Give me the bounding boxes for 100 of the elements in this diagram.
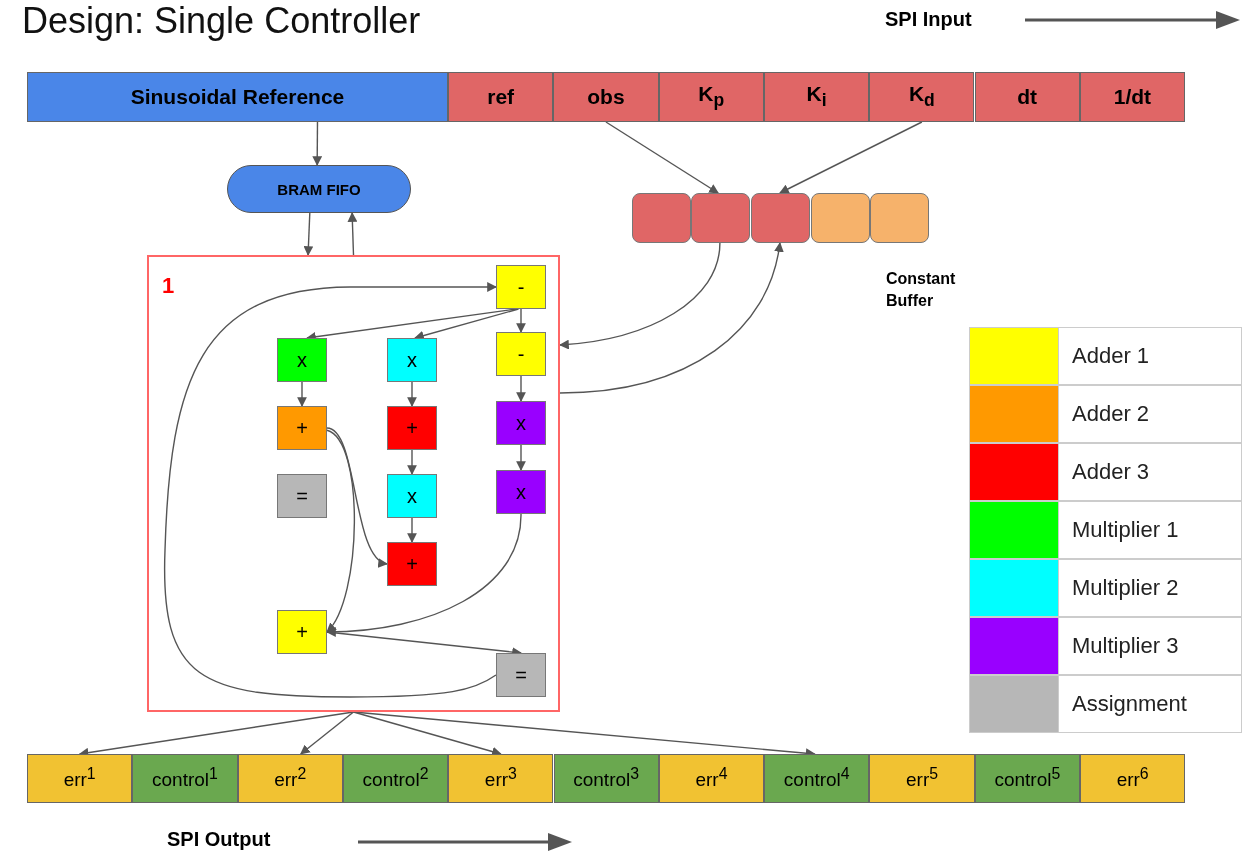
operator-box — [277, 610, 327, 654]
cell-label: err$^{4}$ — [695, 765, 728, 792]
controller-frame — [147, 255, 560, 712]
diagram-title: Design: Single Controller — [22, 0, 421, 42]
cell-label: x — [407, 484, 417, 508]
cell-label: - — [517, 342, 525, 366]
legend-label: Adder 3 — [1059, 443, 1242, 501]
input-field-cell — [974, 72, 1080, 122]
input-field-cell — [869, 72, 975, 122]
cell-label: dt — [1017, 85, 1038, 109]
input-field-cell — [763, 72, 870, 122]
output-field-cell — [764, 754, 870, 803]
output-field-cell — [342, 754, 449, 803]
operator-box — [277, 406, 327, 450]
cell-label: control$^{5}$ — [994, 765, 1061, 792]
output-field-cell — [869, 754, 975, 803]
input-field-cell — [658, 72, 764, 122]
input-field-cell — [553, 72, 659, 122]
input-field-cell — [1079, 72, 1186, 122]
operator-box — [387, 406, 437, 450]
cell-label: control$^{3}$ — [573, 765, 640, 792]
operator-box — [496, 332, 546, 376]
arrow — [303, 212, 314, 256]
output-field-cell — [448, 754, 554, 803]
legend-label: Adder 2 — [1059, 385, 1242, 443]
arrow — [559, 242, 784, 394]
legend-label: Adder 1 — [1059, 327, 1242, 385]
arrow — [326, 427, 388, 565]
legend-label: Multiplier 3 — [1059, 617, 1242, 675]
cell-label: x — [516, 411, 526, 435]
arrow — [516, 375, 526, 402]
legend-label: Assignment — [1059, 675, 1242, 733]
output-field-cell — [553, 754, 659, 803]
cell-label: ref — [487, 85, 515, 109]
buffer-caption: Constant Buffer — [886, 269, 957, 311]
operator-box — [387, 338, 437, 382]
cell-label: K$_{d}$ — [908, 82, 935, 112]
operator-box — [496, 470, 546, 514]
buffer-slot — [691, 193, 750, 243]
legend-label: Multiplier 2 — [1059, 559, 1242, 617]
cell-label: err$^{6}$ — [1116, 765, 1149, 792]
output-field-cell — [1080, 754, 1186, 803]
output-field-cell — [658, 754, 765, 803]
cell-label: Sinusoidal Reference — [130, 85, 345, 109]
operator-box — [277, 338, 327, 382]
cell-label: + — [296, 416, 308, 440]
operator-box — [496, 265, 546, 309]
arrow — [407, 517, 417, 543]
operator-box — [496, 401, 546, 445]
cell-label: err$^{1}$ — [63, 765, 96, 792]
arrow — [779, 121, 923, 194]
cell-label: - — [517, 275, 525, 299]
arrow — [516, 308, 526, 333]
cell-label: 1/dt — [1113, 85, 1152, 109]
arrow — [516, 444, 526, 471]
output-field-cell — [974, 754, 1080, 803]
arrow — [326, 513, 522, 637]
cell-label: K$_{i}$ — [806, 82, 827, 112]
cell-label: x — [516, 480, 526, 504]
stream-label: SPI Output — [167, 828, 271, 851]
fifo-pill — [227, 165, 411, 213]
stream-label: SPI Input — [885, 8, 972, 31]
arrow — [407, 449, 417, 475]
cell-label: = — [296, 484, 308, 508]
operator-box — [496, 653, 546, 697]
arrow — [297, 381, 307, 407]
cell-label: x — [297, 348, 307, 372]
cell-label: err$^{3}$ — [484, 765, 517, 792]
arrow — [559, 242, 721, 350]
buffer-slot — [870, 193, 929, 243]
buffer-slot — [811, 193, 870, 243]
legend-label: Multiplier 1 — [1059, 501, 1242, 559]
cell-label: = — [515, 663, 527, 687]
arrow — [300, 711, 355, 755]
arrow — [326, 429, 356, 633]
input-field-cell — [27, 72, 448, 122]
cell-label: + — [406, 416, 418, 440]
arrow — [347, 212, 358, 256]
cell-label: BRAM FIFO — [277, 180, 361, 198]
cell-label: + — [296, 620, 308, 644]
output-field-cell — [132, 754, 238, 803]
arrow — [312, 121, 323, 166]
cell-label: x — [407, 348, 417, 372]
cell-label: obs — [587, 85, 625, 109]
cell-label: control$^{4}$ — [783, 765, 850, 792]
buffer-slot — [751, 193, 810, 243]
arrow — [605, 121, 719, 194]
output-field-cell — [27, 754, 133, 803]
arrow — [164, 282, 497, 698]
operator-box — [387, 474, 437, 518]
cell-label: err$^{5}$ — [906, 765, 939, 792]
cell-label: K$_{p}$ — [698, 82, 725, 112]
cell-label: + — [406, 552, 418, 576]
operator-box — [387, 542, 437, 586]
cell-label: err$^{2}$ — [274, 765, 307, 792]
cell-label: control$^{1}$ — [152, 765, 218, 792]
output-field-cell — [237, 754, 343, 803]
arrow — [407, 381, 417, 407]
operator-box — [277, 474, 327, 518]
input-field-cell — [448, 72, 554, 122]
